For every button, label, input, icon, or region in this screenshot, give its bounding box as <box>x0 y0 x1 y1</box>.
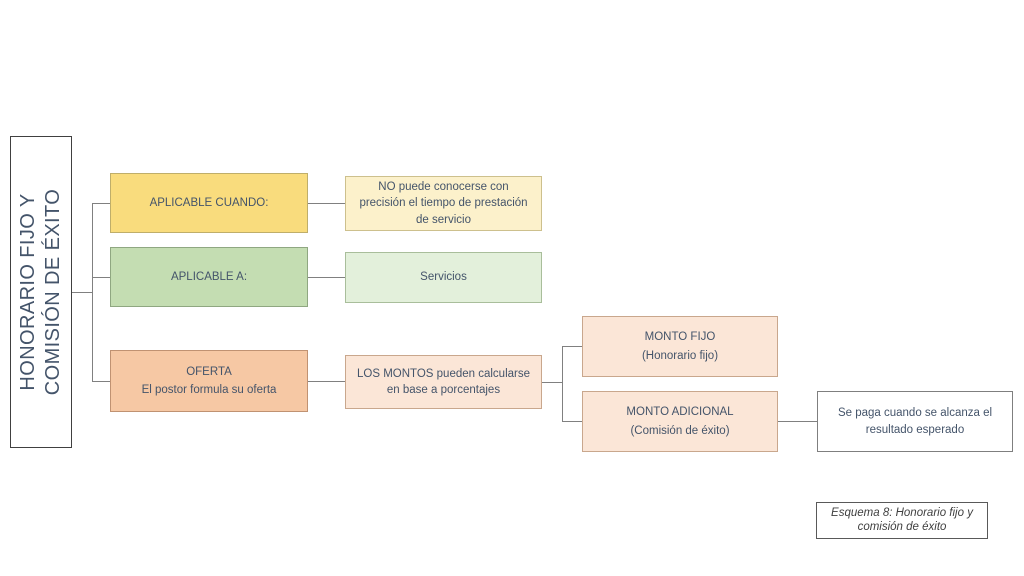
node-aplicable-a: APLICABLE A: <box>110 247 308 307</box>
node-oferta-detail-text: LOS MONTOS pueden calcularse en base a p… <box>356 367 530 396</box>
node-oferta-detail: LOS MONTOS pueden calcularse en base a p… <box>345 355 542 409</box>
node-aplicable-cuando-detail-text: NO puede conocerse con precisión el tiem… <box>359 181 528 226</box>
connector-montos-feed <box>542 382 562 383</box>
connector-stub-oferta <box>92 381 110 382</box>
node-aplicable-cuando: APLICABLE CUANDO: <box>110 173 308 233</box>
node-resultado-text: Se paga cuando se alcanza el resultado e… <box>837 407 993 436</box>
node-aplicable-a-label: APLICABLE A: <box>170 270 248 283</box>
figure-caption-text: Esquema 8: Honorario fijo y comisión de … <box>831 507 973 534</box>
connector-root-feed <box>72 292 92 293</box>
node-aplicable-a-detail: Servicios <box>345 252 542 303</box>
root-node-title: HONORARIO FIJO Y COMISIÓN DE ÉXITO <box>16 189 66 395</box>
connector-stub-aplicable-cuando <box>92 203 110 204</box>
node-oferta: OFERTA El postor formula su oferta <box>110 350 308 412</box>
node-monto-adicional-title: MONTO ADICIONAL <box>626 406 734 419</box>
node-monto-adicional-subtitle: (Comisión de éxito) <box>630 424 730 437</box>
connector-right-trunk <box>562 346 563 421</box>
connector-resultado <box>778 421 818 422</box>
node-oferta-title: OFERTA <box>186 365 232 378</box>
node-monto-fijo-subtitle: (Honorario fijo) <box>641 349 719 362</box>
node-resultado: Se paga cuando se alcanza el resultado e… <box>817 391 1013 452</box>
node-oferta-subtitle: El postor formula su oferta <box>141 384 277 396</box>
connector-aplicable-a-detail <box>308 277 345 278</box>
connector-aplicable-cuando-detail <box>308 203 345 204</box>
connector-stub-monto-fijo <box>562 346 582 347</box>
root-title-line1: HONORARIO FIJO Y <box>17 193 39 391</box>
connector-oferta-detail <box>308 381 345 382</box>
root-title-line2: COMISIÓN DE ÉXITO <box>42 188 64 396</box>
node-aplicable-a-detail-text: Servicios <box>420 271 467 284</box>
node-aplicable-cuando-label: APLICABLE CUANDO: <box>149 196 269 209</box>
node-monto-adicional: MONTO ADICIONAL (Comisión de éxito) <box>582 391 778 452</box>
connector-left-trunk <box>92 203 93 381</box>
node-monto-fijo-title: MONTO FIJO <box>644 331 716 344</box>
connector-stub-aplicable-a <box>92 277 110 278</box>
node-monto-fijo: MONTO FIJO (Honorario fijo) <box>582 316 778 377</box>
node-aplicable-cuando-detail: NO puede conocerse con precisión el tiem… <box>345 176 542 231</box>
figure-caption: Esquema 8: Honorario fijo y comisión de … <box>816 502 988 539</box>
root-node-honorario-fijo: HONORARIO FIJO Y COMISIÓN DE ÉXITO <box>10 136 72 448</box>
connector-stub-monto-adicional <box>562 421 582 422</box>
